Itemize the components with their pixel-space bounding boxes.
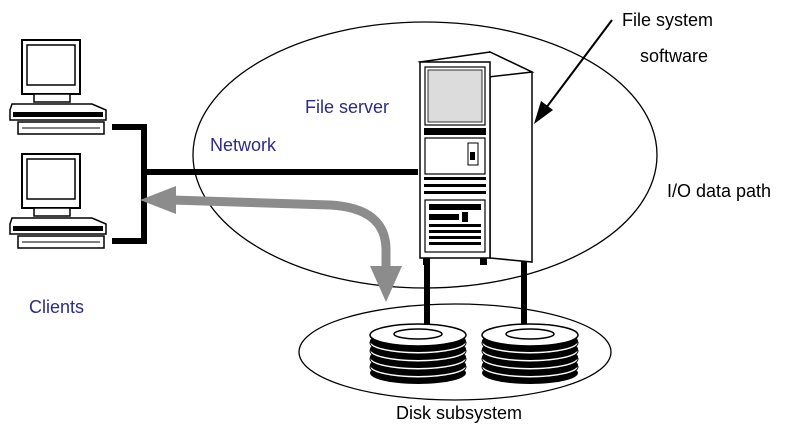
disk-subsystem-boundary-ellipse <box>298 303 612 401</box>
file-system-software-label-line1: File system <box>622 10 714 30</box>
io-path-down-arrowhead <box>370 266 402 302</box>
file-server-tower-icon <box>417 50 535 265</box>
network-cables <box>112 124 418 244</box>
io-path-curve <box>171 195 391 270</box>
io-data-path-label: I/O data path <box>667 181 772 201</box>
client-computer-icon <box>9 39 107 135</box>
disk-subsystem-label: Disk subsystem <box>396 403 523 423</box>
disk-stack-icon <box>369 323 467 384</box>
network-trunk-line <box>112 124 147 244</box>
io-data-path-arrow <box>140 186 402 302</box>
client-computer-icon <box>9 153 107 249</box>
file-system-software-label-line2: software <box>640 46 709 66</box>
file-server-label: File server <box>305 97 390 117</box>
disk-stack-icon <box>481 323 579 384</box>
network-label: Network <box>210 135 277 155</box>
software-pointer-arrow <box>534 19 613 124</box>
io-path-left-arrowhead <box>140 186 176 214</box>
clients-label: Clients <box>29 297 85 317</box>
